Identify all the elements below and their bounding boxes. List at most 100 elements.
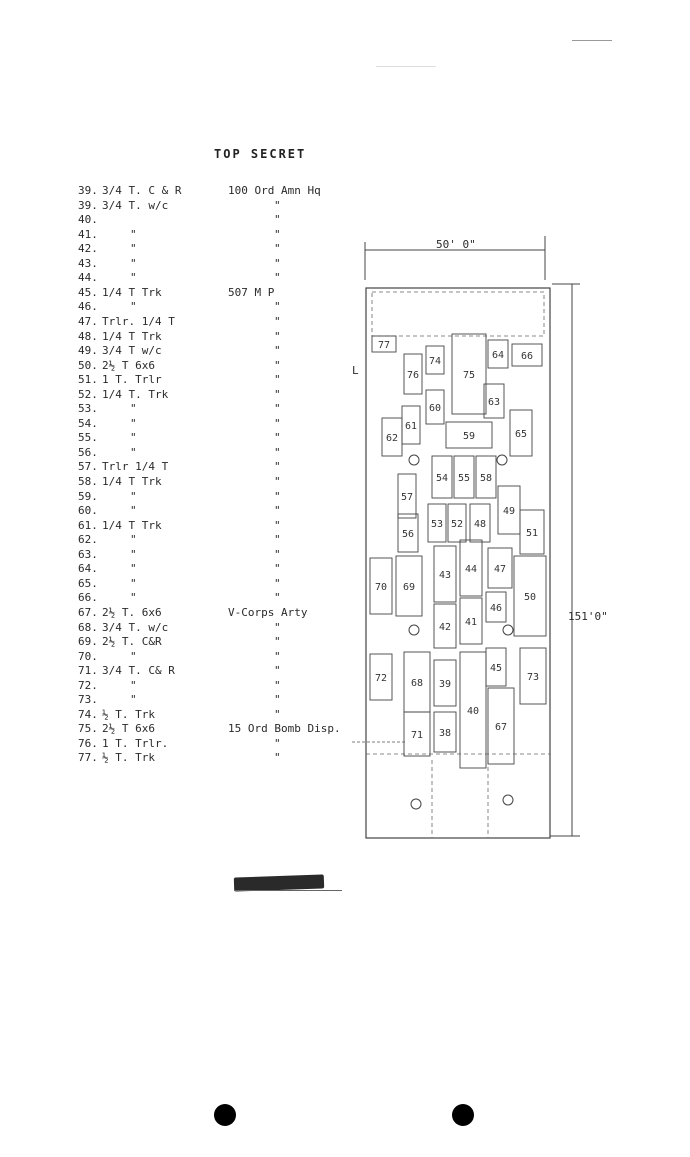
row-unit: " <box>274 329 281 343</box>
vehicle-slot <box>487 547 513 589</box>
slot-label: 64 <box>492 350 504 361</box>
vehicle-slot <box>433 603 457 649</box>
row-number: 68. <box>78 620 98 634</box>
row-vehicle: 1 T. Trlr <box>102 373 162 387</box>
row-number: 42. <box>78 242 98 256</box>
row-vehicle: 1/4 T Trk <box>102 475 162 488</box>
slot-label: 49 <box>503 506 515 517</box>
row-vehicle: 3/4 T. C & R <box>102 184 182 197</box>
row-unit: " <box>274 562 281 576</box>
row-number: 74. <box>78 707 98 721</box>
row-unit: " <box>274 416 281 430</box>
row-number: 72. <box>78 678 98 692</box>
vehicle-slot <box>371 335 397 353</box>
row-vehicle: " <box>130 591 137 605</box>
slot-label: 65 <box>515 429 527 440</box>
row-vehicle: " <box>130 271 137 285</box>
list-row: 68. 3/4 T. w/c " <box>78 621 378 635</box>
row-vehicle: " <box>130 489 137 503</box>
list-row: 62."" <box>78 533 378 547</box>
slot-label: 59 <box>463 431 475 442</box>
row-number: 48. <box>78 329 98 343</box>
row-vehicle: " <box>130 678 137 692</box>
vehicle-slot <box>395 555 423 617</box>
row-number: 60. <box>78 504 98 518</box>
vehicle-slot <box>483 383 505 419</box>
vehicle-slot <box>509 409 533 457</box>
row-number: 40. <box>78 213 98 227</box>
slot-label: 61 <box>405 421 417 432</box>
slot-label: 38 <box>439 728 451 739</box>
vehicle-slot <box>469 503 491 543</box>
vehicle-slot <box>445 421 493 449</box>
row-vehicle: " <box>130 402 137 416</box>
row-unit: " <box>274 213 281 227</box>
row-vehicle: " <box>130 416 137 430</box>
vehicle-slot <box>487 687 515 765</box>
row-vehicle: " <box>130 576 137 590</box>
row-vehicle: 3/4 T. C& R <box>102 664 175 678</box>
list-row: 51.1 T. Trlr" <box>78 373 378 387</box>
row-unit: " <box>274 547 281 561</box>
slot-label: 57 <box>401 492 413 503</box>
slot-label: 60 <box>429 403 441 414</box>
vehicle-slot <box>433 711 457 753</box>
row-unit: " <box>274 620 281 634</box>
slot-label: 75 <box>463 370 475 381</box>
vehicle-slot <box>369 557 393 615</box>
row-vehicle: 3/4 T. w/c <box>102 620 169 634</box>
list-row: 52.1/4 T. Trk" <box>78 388 378 402</box>
row-vehicle: 2½ T. 6x6 <box>102 605 162 619</box>
list-row: 41."" <box>78 228 378 242</box>
row-unit: " <box>274 256 281 270</box>
slot-label: 42 <box>439 622 451 633</box>
row-vehicle: " <box>130 504 137 518</box>
row-unit: " <box>274 242 281 256</box>
list-row: 57.Trlr 1/4 T" <box>78 460 378 474</box>
slot-label: 52 <box>451 519 463 530</box>
row-vehicle: 1/4 T Trk <box>102 285 162 299</box>
slot-label: 40 <box>467 706 479 717</box>
row-vehicle: 1/4 T Trk <box>102 329 162 343</box>
slot-label: 45 <box>490 663 502 674</box>
list-row: 73."" <box>78 693 378 707</box>
row-unit: " <box>274 751 281 765</box>
slot-label: 71 <box>411 730 423 741</box>
list-row: 44."" <box>78 271 378 285</box>
list-row: 72. " " <box>78 679 378 693</box>
row-number: 58. <box>78 475 98 488</box>
slot-label: 46 <box>490 603 502 614</box>
row-unit: " <box>274 300 281 314</box>
vehicle-slot <box>369 653 393 701</box>
row-vehicle: 1/4 T. Trk <box>102 387 169 401</box>
row-number: 75. <box>78 722 98 736</box>
list-row: 63."" <box>78 548 378 562</box>
slot-label: 66 <box>521 351 533 362</box>
row-number: 41. <box>78 227 98 241</box>
row-vehicle: ½ T. Trk <box>102 751 155 765</box>
list-row: 54."" <box>78 417 378 431</box>
list-row: 48. 1/4 T Trk " <box>78 330 378 344</box>
slot-label: 51 <box>526 528 538 539</box>
row-unit: " <box>274 707 281 721</box>
row-unit: 100 Ord Amn Hq <box>228 184 321 197</box>
stamp-text: TOP SECRET <box>214 147 307 161</box>
slot-label: 48 <box>474 519 486 530</box>
row-vehicle: 3/4 T w/c <box>102 344 162 358</box>
slot-label: 44 <box>465 564 477 575</box>
row-vehicle: 2½ T 6x6 <box>102 722 155 736</box>
list-row: 39.3/4 T. w/c" <box>78 199 378 213</box>
list-row: 55."" <box>78 431 378 445</box>
vehicle-slot <box>433 659 457 707</box>
list-row: 50.2½ T 6x6" <box>78 359 378 373</box>
row-number: 64. <box>78 562 98 576</box>
slot-label: 47 <box>494 564 506 575</box>
slot-label: 55 <box>458 473 470 484</box>
row-unit: " <box>274 678 281 692</box>
vehicle-slot <box>447 503 467 543</box>
vehicle-slot <box>433 545 457 603</box>
